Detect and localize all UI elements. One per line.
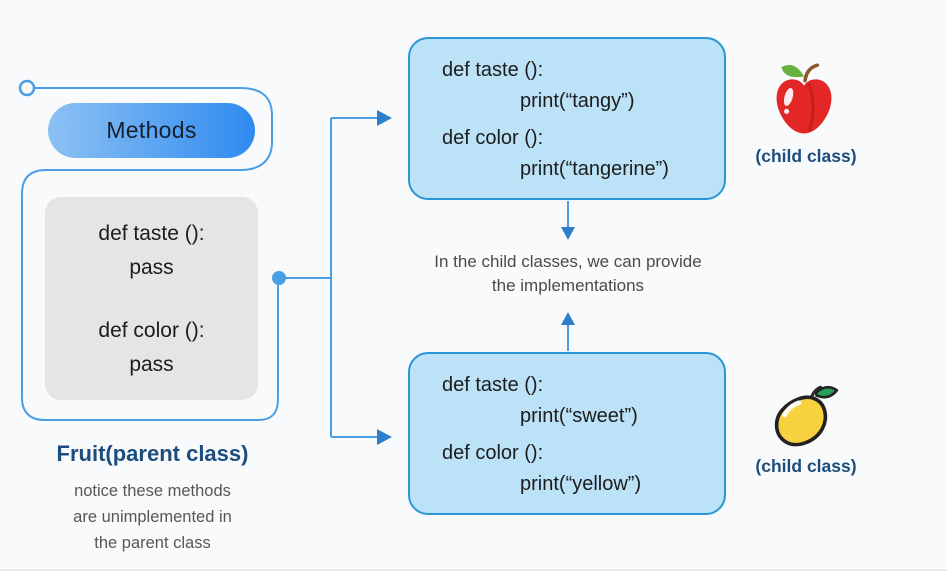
note-line: are unimplemented in bbox=[73, 508, 232, 526]
note-line: notice these methods bbox=[74, 482, 231, 500]
code-line: print(“yellow”) bbox=[520, 473, 642, 495]
child-class-label-bottom: (child class) bbox=[755, 456, 857, 476]
apple-crease bbox=[807, 83, 815, 132]
mango-body bbox=[774, 395, 828, 447]
apple-body bbox=[776, 79, 832, 134]
methods-pill: Methods bbox=[48, 103, 255, 158]
parent-class-note: notice these methods are unimplemented i… bbox=[30, 478, 275, 556]
parent-code-box: def taste (): pass def color (): pass bbox=[45, 197, 258, 400]
mango-leaf bbox=[815, 385, 839, 399]
code-line: def color (): bbox=[442, 127, 544, 149]
arrowhead-top-branch bbox=[377, 110, 392, 126]
annotation-line: the implementations bbox=[491, 276, 645, 295]
code-line: pass bbox=[129, 256, 174, 279]
outline-start-circle bbox=[18, 79, 36, 97]
child-code-box-bottom: def taste (): print(“sweet”) def color (… bbox=[408, 352, 726, 515]
methods-pill-label: Methods bbox=[106, 117, 197, 143]
arrowhead-down bbox=[561, 227, 575, 240]
code-line: print(“tangerine”) bbox=[520, 158, 669, 180]
parent-outline bbox=[21, 87, 279, 421]
connector-dot bbox=[272, 271, 286, 285]
mango-highlight bbox=[782, 400, 802, 418]
code-line: def taste (): bbox=[442, 374, 544, 396]
code-line: pass bbox=[129, 353, 174, 376]
child-code-box-top: def taste (): print(“tangy”) def color (… bbox=[408, 37, 726, 200]
apple-icon bbox=[776, 63, 832, 134]
apple-stem bbox=[803, 63, 820, 83]
annotation-text: In the child classes, we can provide the… bbox=[408, 250, 728, 298]
branch-lines bbox=[286, 117, 377, 438]
annotation-line: In the child classes, we can provide bbox=[434, 252, 702, 271]
apple-highlight bbox=[783, 88, 794, 106]
code-line: print(“tangy”) bbox=[520, 90, 635, 112]
code-line: print(“sweet”) bbox=[520, 405, 638, 427]
arrowhead-up bbox=[561, 312, 575, 325]
bottom-edge-line bbox=[0, 569, 947, 571]
note-line: the parent class bbox=[94, 534, 211, 552]
code-line: def color (): bbox=[98, 319, 205, 342]
code-line: def color (): bbox=[442, 442, 544, 464]
parent-class-title: Fruit(parent class) bbox=[56, 441, 249, 466]
code-line: def taste (): bbox=[442, 59, 544, 81]
mango-icon bbox=[774, 385, 839, 447]
code-line: def taste (): bbox=[98, 222, 205, 245]
arrowhead-bottom-branch bbox=[377, 429, 392, 445]
child-class-label-top: (child class) bbox=[755, 146, 857, 166]
apple-highlight-dot bbox=[784, 108, 790, 114]
apple-leaf bbox=[781, 65, 804, 78]
